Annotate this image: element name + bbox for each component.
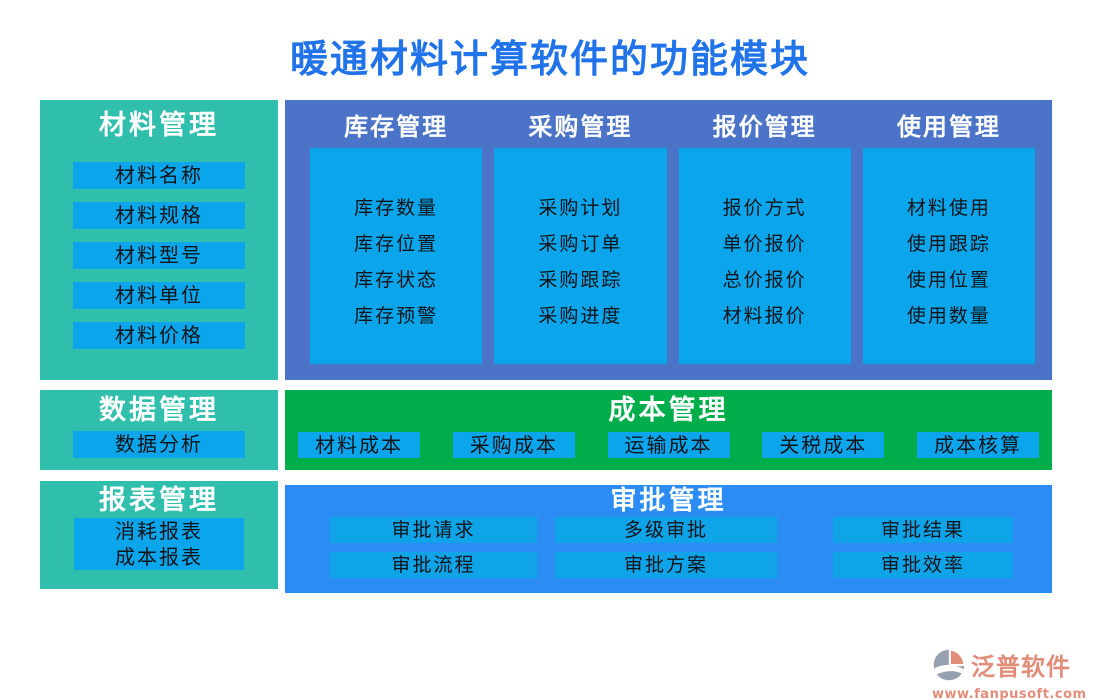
approval-management-title: 审批管理: [610, 486, 727, 516]
approval-item: 审批效率: [833, 552, 1013, 578]
cost-item: 材料成本: [298, 432, 420, 458]
brand-name: 泛普软件: [971, 652, 1071, 681]
cost-item: 关税成本: [762, 432, 885, 458]
approval-item: 审批结果: [833, 517, 1013, 543]
module-item: 使用跟踪: [906, 233, 991, 255]
report-management-title: 报表管理: [99, 485, 219, 516]
module-usage: 使用管理 材料使用 使用跟踪 使用位置 使用数量: [862, 100, 1035, 380]
module-quotation-body: 报价方式 单价报价 总价报价 材料报价: [678, 148, 851, 364]
material-item: 材料名称: [73, 162, 245, 189]
approval-management-panel: 审批管理 审批请求 多级审批 审批结果 审批流程 审批方案 审批效率: [285, 485, 1052, 593]
material-item: 材料型号: [73, 242, 245, 269]
module-item: 使用数量: [906, 305, 991, 327]
cost-item: 成本核算: [917, 432, 1039, 458]
module-item: 库存预警: [354, 305, 439, 327]
material-items: 材料名称 材料规格 材料型号 材料单位 材料价格: [40, 162, 278, 349]
approval-item: 多级审批: [555, 517, 777, 543]
brand-url: www.fanpusoft.com: [932, 687, 1087, 700]
module-quotation: 报价管理 报价方式 单价报价 总价报价 材料报价: [678, 100, 851, 380]
module-item: 库存数量: [354, 197, 439, 219]
module-inventory-title: 库存管理: [344, 112, 449, 141]
material-management-panel: 材料管理 材料名称 材料规格 材料型号 材料单位 材料价格: [40, 100, 278, 380]
module-item: 报价方式: [722, 197, 807, 219]
data-management-panel: 数据管理 数据分析: [40, 390, 278, 470]
module-purchase-body: 采购计划 采购订单 采购跟踪 采购进度: [494, 148, 667, 364]
approval-item: 审批请求: [330, 517, 537, 543]
cost-item: 运输成本: [607, 432, 730, 458]
cost-management-panel: 成本管理 材料成本 采购成本 运输成本 关税成本 成本核算: [285, 390, 1052, 470]
module-item: 库存位置: [354, 233, 439, 255]
cost-items: 材料成本 采购成本 运输成本 关税成本 成本核算: [285, 432, 1052, 458]
fanpu-logo-icon: [932, 648, 966, 686]
data-item: 数据分析: [73, 431, 245, 458]
module-quotation-title: 报价管理: [712, 112, 817, 141]
module-usage-body: 材料使用 使用跟踪 使用位置 使用数量: [862, 148, 1035, 364]
material-management-title: 材料管理: [99, 110, 219, 141]
module-item: 采购跟踪: [538, 269, 623, 291]
module-item: 库存状态: [354, 269, 439, 291]
module-item: 材料使用: [906, 197, 991, 219]
data-items: 数据分析: [40, 431, 278, 458]
module-inventory: 库存管理 库存数量 库存位置 库存状态 库存预警: [310, 100, 483, 380]
data-management-title: 数据管理: [99, 395, 219, 426]
module-item: 采购计划: [538, 197, 623, 219]
main-modules-panel: 库存管理 库存数量 库存位置 库存状态 库存预警 采购管理 采购计划 采购订单 …: [285, 100, 1052, 380]
report-items-block: 消耗报表 成本报表: [74, 518, 244, 570]
approval-item: 审批方案: [555, 552, 777, 578]
page-title: 暖通材料计算软件的功能模块: [289, 36, 810, 81]
module-inventory-body: 库存数量 库存位置 库存状态 库存预警: [310, 148, 483, 364]
approval-item: 审批流程: [330, 552, 537, 578]
report-management-panel: 报表管理 消耗报表 成本报表: [40, 481, 278, 589]
module-item: 采购进度: [538, 305, 623, 327]
module-item: 单价报价: [722, 233, 807, 255]
cost-item: 采购成本: [452, 432, 575, 458]
material-item: 材料规格: [73, 202, 245, 229]
module-item: 使用位置: [906, 269, 991, 291]
module-purchase: 采购管理 采购计划 采购订单 采购跟踪 采购进度: [494, 100, 667, 380]
module-item: 材料报价: [722, 305, 807, 327]
approval-row-2: 审批流程 审批方案 审批效率: [285, 552, 1052, 578]
cost-management-title: 成本管理: [608, 395, 729, 426]
module-purchase-title: 采购管理: [528, 112, 633, 141]
report-item: 成本报表: [115, 545, 203, 569]
module-item: 采购订单: [538, 233, 623, 255]
brand-row: 泛普软件: [932, 648, 1090, 686]
footer-brand: 泛普软件 www.fanpusoft.com: [932, 648, 1090, 700]
material-item: 材料单位: [73, 282, 245, 309]
approval-row-1: 审批请求 多级审批 审批结果: [285, 517, 1052, 543]
module-usage-title: 使用管理: [896, 112, 1001, 141]
report-item: 消耗报表: [115, 519, 203, 543]
module-item: 总价报价: [722, 269, 807, 291]
material-item: 材料价格: [73, 322, 245, 349]
